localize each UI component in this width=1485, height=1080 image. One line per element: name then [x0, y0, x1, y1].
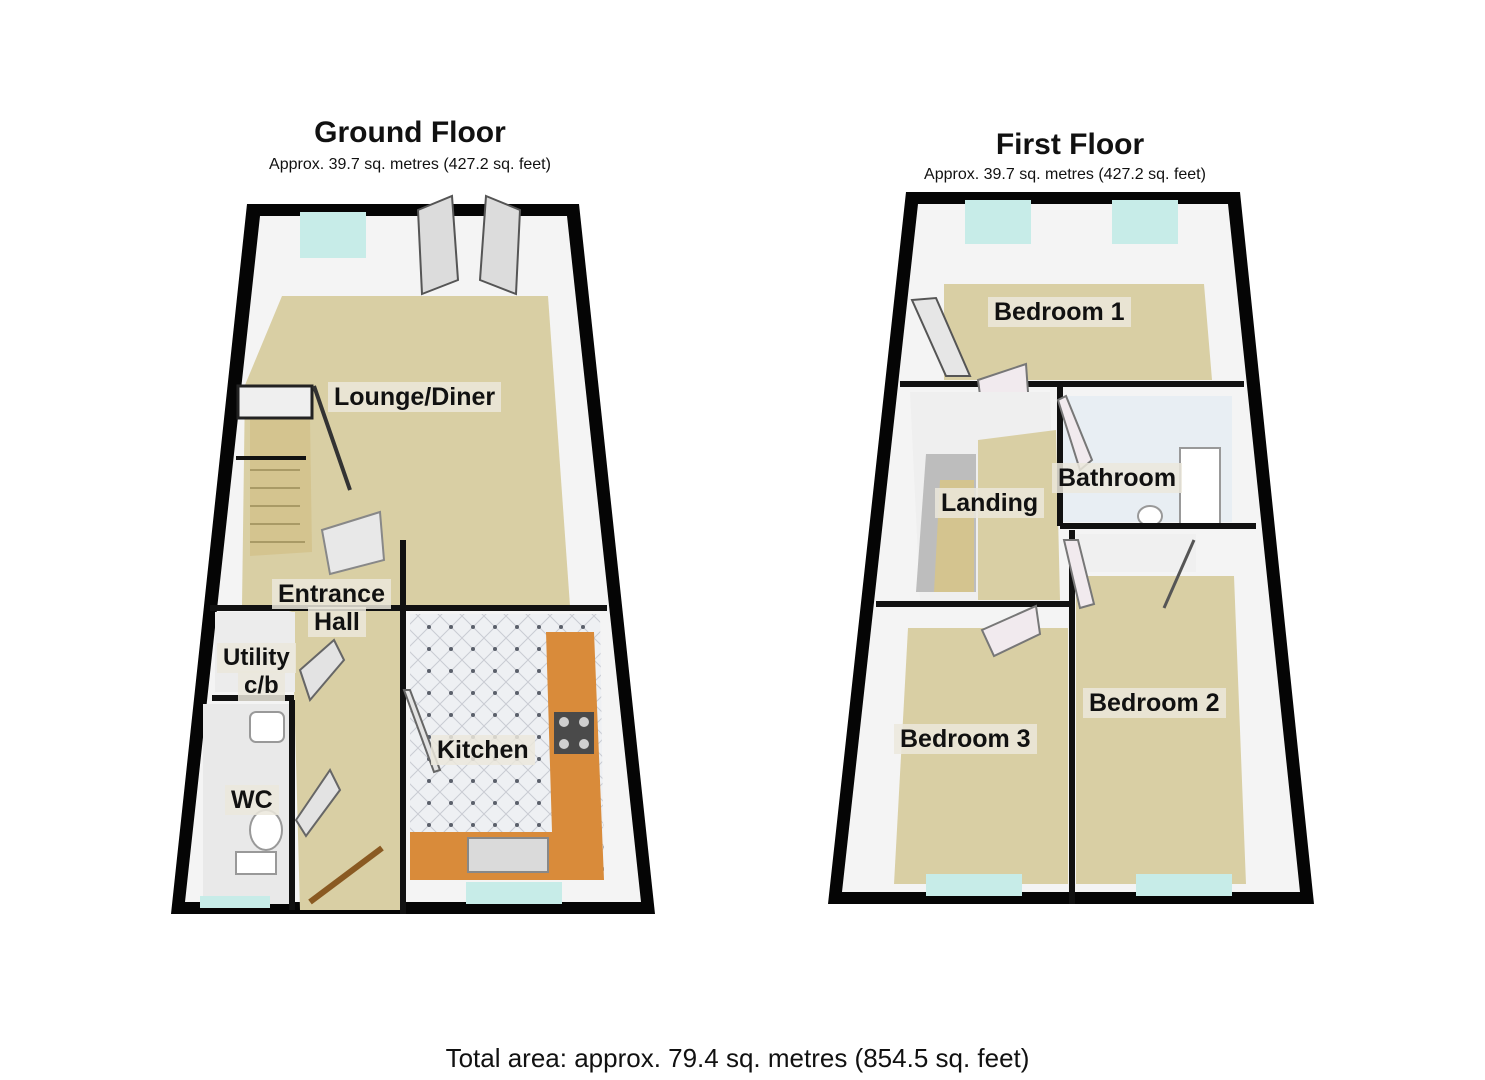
bathroom-label: Bathroom	[1052, 463, 1183, 493]
utility-door	[298, 638, 346, 702]
bedroom2-door	[1062, 539, 1096, 610]
french-door-left	[416, 194, 460, 296]
bedroom3-label: Bedroom 3	[894, 724, 1037, 754]
bathroom-door	[1056, 394, 1094, 472]
kitchen-hob	[554, 712, 594, 754]
first-floor-plan	[828, 192, 1314, 904]
utility-label-line2: c/b	[238, 671, 285, 701]
kitchen-sink	[467, 837, 549, 873]
lounge-diner-label: Lounge/Diner	[328, 382, 502, 412]
entrance-hall-label-line2: Hall	[308, 607, 366, 637]
wc-sink	[249, 711, 285, 743]
bedroom3-door	[980, 604, 1042, 658]
hall-radiator	[320, 510, 386, 576]
wardrobe-doors	[910, 296, 972, 377]
wc-label: WC	[225, 785, 279, 815]
first-floor-area: Approx. 39.7 sq. metres (427.2 sq. feet)	[924, 166, 1206, 183]
bedroom3-window	[926, 874, 1022, 896]
lounge-window-left	[300, 212, 366, 258]
total-area: Total area: approx. 79.4 sq. metres (854…	[445, 1043, 1030, 1073]
bedroom2-window	[1136, 874, 1232, 896]
bedroom1-label: Bedroom 1	[988, 297, 1131, 327]
bedroom1-window-right	[1112, 200, 1178, 244]
bedroom3-floor	[894, 628, 1068, 884]
bedroom2-label: Bedroom 2	[1083, 688, 1226, 718]
wc-window	[200, 896, 270, 908]
bath-tub	[1179, 447, 1221, 525]
entrance-hall-label-line1: Entrance	[272, 579, 391, 609]
landing-label: Landing	[935, 488, 1045, 518]
bedroom2-floor	[1076, 576, 1246, 884]
utility-label-line1: Utility	[217, 643, 296, 673]
ground-floor-area: Approx. 39.7 sq. metres (427.2 sq. feet)	[269, 156, 551, 173]
wc-door	[294, 768, 342, 838]
kitchen-worktop	[410, 632, 604, 880]
kitchen-window	[466, 882, 562, 904]
bedroom1-window-left	[965, 200, 1031, 244]
wc-toilet	[249, 809, 283, 851]
stair-wall	[236, 384, 314, 420]
kitchen-label: Kitchen	[431, 735, 535, 765]
ground-floor-title: Ground Floor	[314, 116, 506, 149]
first-floor-title: First Floor	[995, 128, 1145, 161]
french-door-right	[478, 194, 522, 296]
bedroom2-wardrobe	[1076, 534, 1196, 572]
